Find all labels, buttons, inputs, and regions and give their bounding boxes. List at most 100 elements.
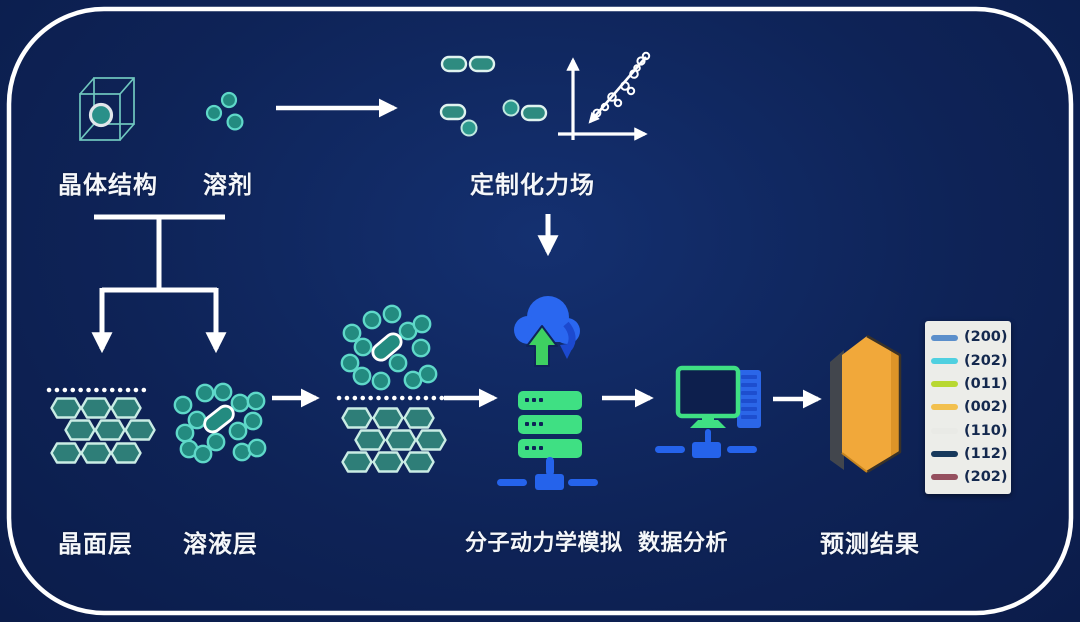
combined-system-icon (336, 304, 447, 473)
solution-dot (388, 353, 408, 373)
cube-center-atom (88, 102, 114, 128)
crystal-structure-cube-icon (79, 77, 135, 141)
hexagon-molecule (80, 397, 112, 419)
solution-dot (195, 383, 215, 403)
legend-swatch (931, 334, 958, 341)
legend-label: (112) (964, 445, 1008, 462)
solution-dot (243, 411, 263, 431)
solution-dot (411, 338, 431, 358)
solution-dot (230, 393, 250, 413)
legend-item: (011) (931, 377, 1008, 392)
solvent-dot (220, 91, 238, 109)
hexagon-molecule (110, 442, 142, 464)
solution-layer-label: 溶液层 (183, 530, 258, 558)
crystal-face-layer-label: 晶面层 (58, 530, 133, 558)
tower-stripes (741, 375, 757, 419)
server-rack (518, 391, 582, 458)
crystal-front-face (842, 336, 900, 472)
server-leds (525, 398, 543, 450)
hexagon-molecule (80, 442, 112, 464)
cube-front-face (79, 93, 121, 141)
cube-edge (119, 77, 135, 95)
crystal-face-lattice-icon (46, 387, 156, 464)
solution-dot (418, 364, 438, 384)
legend-swatch (931, 427, 958, 434)
legend-panel: (200) (202) (011) (002) (110) (112) (202… (925, 321, 1011, 494)
legend-item: (202) (931, 352, 1008, 369)
rounded-border (6, 6, 1074, 616)
hexagon-molecule (341, 407, 373, 429)
legend-label: (202) (964, 352, 1008, 369)
hexagon-molecule (385, 429, 417, 451)
molecule-dot (460, 119, 478, 137)
legend-item: (112) (931, 445, 1008, 462)
md-server-icon (497, 391, 598, 490)
monitor-neck (702, 416, 714, 422)
legend-swatch (931, 451, 958, 458)
custom-force-field-label: 定制化力场 (470, 171, 595, 199)
md-simulation-label: 分子动力学模拟 (465, 531, 623, 556)
hexagon-molecule (50, 442, 82, 464)
hexagon-molecule (124, 419, 156, 441)
molecule-capsule (440, 55, 468, 73)
legend-item: (202) (931, 469, 1008, 486)
solution-dot (175, 423, 195, 443)
server-network (497, 457, 598, 490)
upload-arrow (526, 325, 558, 367)
cube-edge (79, 77, 95, 95)
solution-dot (382, 304, 402, 324)
legend-label: (200) (964, 329, 1008, 346)
legend-item: (200) (931, 329, 1008, 346)
solution-dot (340, 353, 360, 373)
crystal-structure-label: 晶体结构 (58, 171, 158, 199)
hexagon-molecule (372, 451, 404, 473)
molecule-dot (502, 99, 520, 117)
solution-dot (173, 395, 193, 415)
predicted-crystal-icon (830, 334, 902, 474)
molecule-capsule (520, 104, 548, 122)
crystal-bottom-edge (841, 452, 868, 473)
hexagon-molecule (372, 407, 404, 429)
hexagon-molecule (403, 407, 435, 429)
solution-dot (187, 410, 207, 430)
cube-edge (119, 123, 135, 141)
solution-dot (232, 442, 252, 462)
data-analysis-label: 数据分析 (638, 531, 729, 556)
solution-dot (362, 310, 382, 330)
legend-swatch (931, 357, 958, 364)
prediction-result-label: 预测结果 (820, 530, 920, 558)
solvent-label: 溶剂 (203, 171, 253, 199)
hexagon-molecule (415, 429, 447, 451)
plot-trend-line (588, 56, 647, 124)
plot-data-points (592, 51, 651, 118)
analysis-computer-icon (655, 365, 761, 458)
solution-dot (246, 391, 266, 411)
hexagon-molecule (64, 419, 96, 441)
crystal-edge-outline (866, 334, 902, 474)
cube-back-face (93, 77, 135, 125)
solution-dot (371, 371, 391, 391)
legend-label: (110) (964, 422, 1008, 439)
solvent-molecules-icon (205, 91, 244, 131)
hexagon-molecule (110, 397, 142, 419)
solvent-dot (226, 113, 244, 131)
solution-dot (206, 432, 226, 452)
parameterized-molecules-icon (439, 55, 548, 137)
monitor-screen (675, 365, 741, 419)
solution-dot (352, 366, 372, 386)
crystal-right-facet (891, 350, 900, 458)
legend-swatch (931, 474, 958, 481)
monitor-stand (690, 420, 726, 428)
hexagon-molecule (50, 397, 82, 419)
hexagon-molecule (94, 419, 126, 441)
legend-item: (002) (931, 400, 1008, 415)
solution-dot (353, 337, 373, 357)
download-arrow-head (560, 343, 575, 359)
legend-swatch (931, 404, 958, 411)
solution-dot (412, 314, 432, 334)
legend-label: (202) (964, 469, 1008, 486)
molecule-capsule (468, 55, 496, 73)
hexagon-molecule (403, 451, 435, 473)
